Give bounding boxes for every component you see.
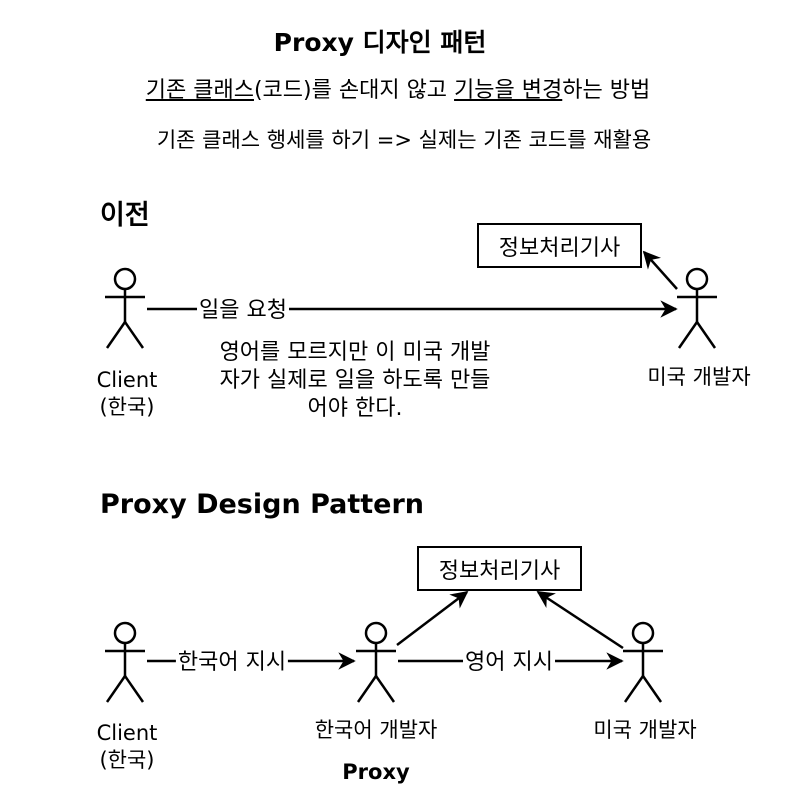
client-label-before: Client (한국) <box>97 367 158 421</box>
before-heading: 이전 <box>100 200 150 231</box>
client-label-before-line1: Client <box>96 368 158 392</box>
english-instruction-label: 영어 지시 <box>463 644 555 676</box>
proxy-heading: Proxy Design Pattern <box>100 489 425 520</box>
us-developer-label-before: 미국 개발자 <box>647 365 751 389</box>
client-label-before-line2: (한국) <box>99 394 155 419</box>
request-edge-label: 일을 요청 <box>197 292 289 324</box>
subtitle-part2: (코드)를 손대지 않고 <box>253 78 455 103</box>
client-label-proxy-line1: Client <box>96 721 158 745</box>
proxy-tag: Proxy <box>342 760 410 784</box>
certificate-box-proxy-label: 정보처리기사 <box>438 558 561 584</box>
client-actor-before <box>105 267 145 349</box>
us-developer-label-proxy: 미국 개발자 <box>593 718 697 742</box>
us-developer-actor-proxy <box>623 621 663 703</box>
certificate-box-before: 정보처리기사 <box>477 223 642 268</box>
note-line-2: 자가 실제로 일을 하도록 만들 <box>219 368 491 394</box>
certificate-edge-before <box>642 250 678 290</box>
subtitle-part4: 하는 방법 <box>562 78 651 103</box>
note-text: 영어를 모르지만 이 미국 개발 자가 실제로 일을 하도록 만들 어야 한다. <box>220 339 491 423</box>
note-line-3: 어야 한다. <box>307 396 403 422</box>
certificate-box-proxy: 정보처리기사 <box>417 546 582 591</box>
korean-developer-actor <box>356 621 396 703</box>
korean-instruction-label: 한국어 지시 <box>175 644 289 676</box>
korean-developer-label: 한국어 개발자 <box>314 718 438 742</box>
subtitle: 기존 클래스(코드)를 손대지 않고 기능을 변경하는 방법 <box>146 78 650 104</box>
subtitle-part3: 기능을 변경 <box>454 78 563 103</box>
client-label-proxy-line2: (한국) <box>99 747 155 772</box>
us-developer-actor-before <box>677 267 717 349</box>
korean-dev-certificate-edge <box>396 590 469 646</box>
note-line-1: 영어를 모르지만 이 미국 개발 <box>219 340 491 365</box>
page-title: Proxy 디자인 패턴 <box>273 28 487 57</box>
us-dev-certificate-edge <box>536 590 624 650</box>
subtitle-part1: 기존 클래스 <box>145 78 254 103</box>
description: 기존 클래스 행세를 하기 => 실제는 기존 코드를 재활용 <box>156 128 652 152</box>
client-label-proxy: Client (한국) <box>97 720 158 774</box>
certificate-box-before-label: 정보처리기사 <box>498 235 621 261</box>
client-actor-proxy <box>105 621 145 703</box>
